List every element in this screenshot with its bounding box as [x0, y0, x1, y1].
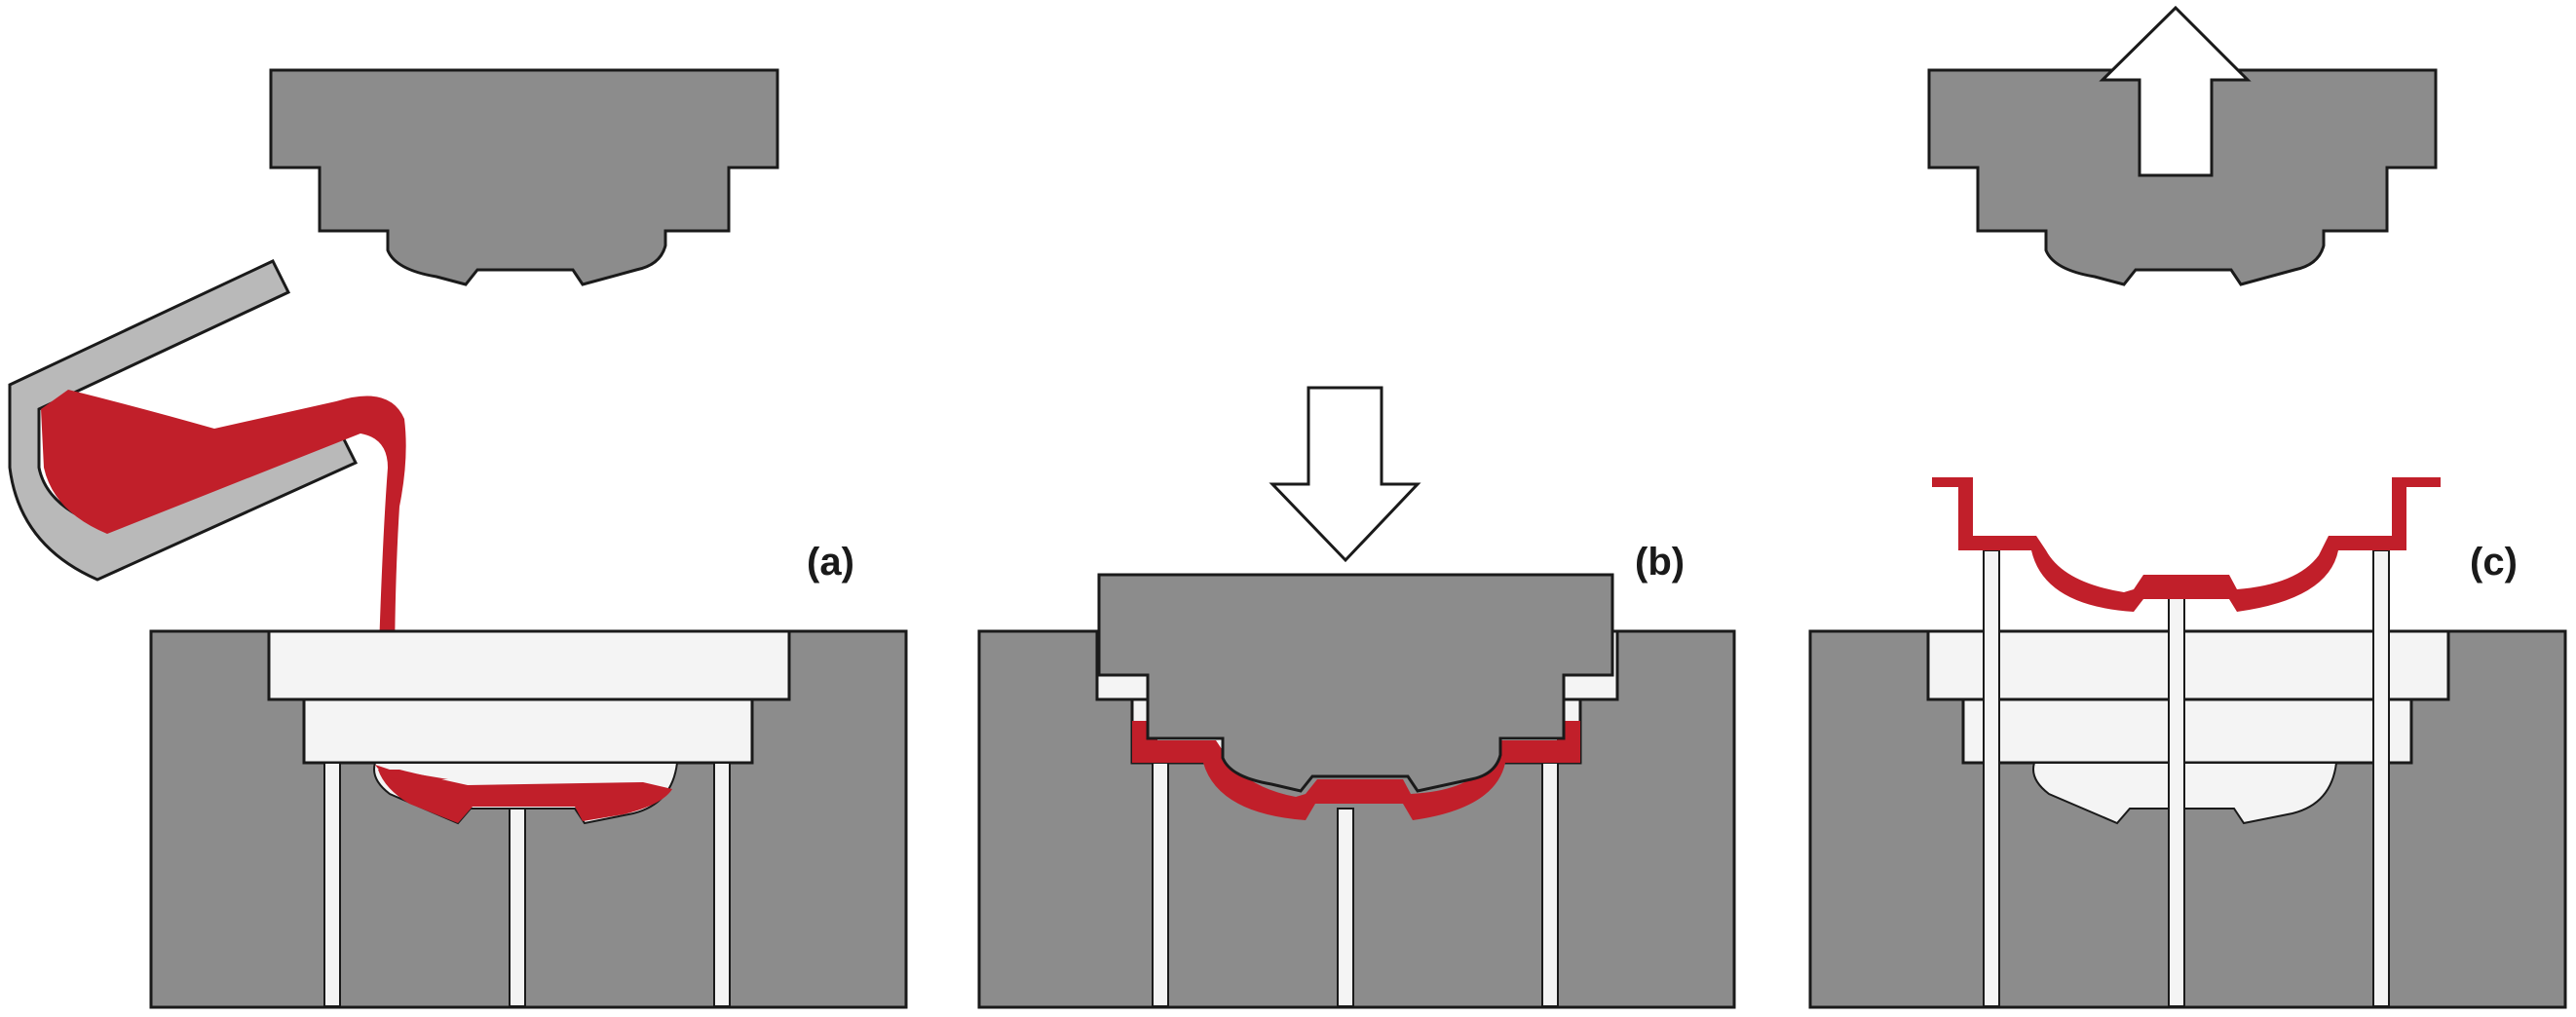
ejector-pin — [1541, 762, 1559, 1007]
ejector-pin — [1152, 762, 1169, 1007]
ejector-pin — [1983, 549, 2000, 1007]
panel-a — [8, 68, 908, 1009]
panel-label-a: (a) — [807, 541, 854, 584]
panel-b — [977, 386, 1736, 1009]
molten-metal-in-ladle — [41, 390, 406, 767]
upper-punch — [269, 68, 779, 286]
die-cavity-upper — [267, 629, 791, 701]
ejector-pin — [509, 808, 526, 1007]
ejector-pin — [1337, 808, 1354, 1007]
ejector-pin — [2168, 591, 2185, 1007]
squeezed-casting — [1132, 721, 1580, 820]
pouring-ladle — [8, 259, 359, 582]
die-cavity-lower — [302, 697, 754, 765]
panel-label-b: (b) — [1635, 541, 1686, 584]
panel-c — [1808, 5, 2567, 1009]
molten-metal-in-die — [378, 770, 672, 823]
press-down-arrow — [1269, 386, 1421, 563]
ejector-pin — [713, 762, 731, 1007]
upper-punch — [1097, 573, 1614, 793]
retract-up-arrow — [2099, 5, 2252, 177]
ejector-pin — [2372, 549, 2390, 1007]
ejected-casting — [1932, 477, 2441, 612]
panel-label-c: (c) — [2470, 541, 2518, 584]
ejector-pin — [323, 762, 341, 1007]
